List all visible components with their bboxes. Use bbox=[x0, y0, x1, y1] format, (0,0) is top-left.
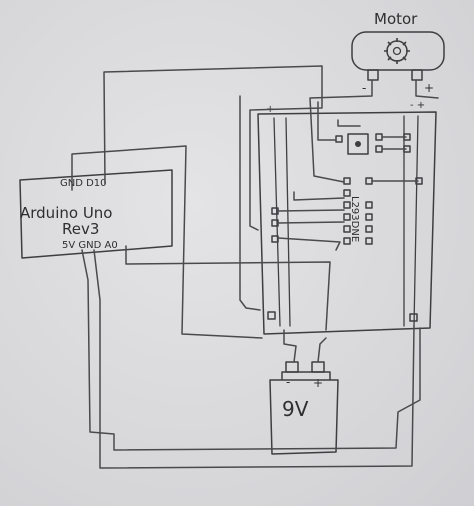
arduino-name-line1: Arduino Uno bbox=[20, 204, 112, 222]
battery: - + 9V bbox=[269, 361, 339, 455]
battery-label: 9V bbox=[282, 397, 309, 421]
rail-pin-3 bbox=[271, 235, 279, 243]
arduino-name-line2: Rev3 bbox=[62, 220, 99, 238]
rail-pin-4 bbox=[267, 311, 276, 320]
driver-board: + - - + L293DNE bbox=[257, 100, 437, 335]
wire-a0 bbox=[125, 245, 331, 331]
chip-pin-10 bbox=[343, 237, 351, 245]
arduino-board: GND D10 Arduino Uno Rev3 5V GND A0 bbox=[19, 169, 173, 259]
motor-minus-label: - bbox=[362, 81, 366, 95]
battery-top bbox=[281, 371, 331, 380]
battery-body bbox=[269, 379, 339, 455]
chip-pin-4 bbox=[343, 201, 351, 209]
rail-pin-5 bbox=[409, 313, 418, 322]
motor-plus-terminal bbox=[411, 69, 423, 81]
wire-driver-a bbox=[337, 119, 361, 127]
motor-body bbox=[351, 31, 445, 71]
chip-pin-2 bbox=[365, 177, 373, 185]
wire-gnd-bottom bbox=[93, 249, 415, 469]
wire-rail-left bbox=[239, 95, 261, 311]
driver-right-polarity: - + bbox=[410, 100, 425, 111]
driver-pin-a bbox=[335, 135, 343, 143]
wire-gnd-top bbox=[71, 145, 263, 339]
chip-pin-8 bbox=[343, 225, 351, 233]
chip-pin-11 bbox=[365, 237, 373, 245]
wire-motor-minus-2 bbox=[317, 101, 337, 141]
arduino-outline bbox=[19, 169, 173, 259]
wire-motor-minus bbox=[309, 79, 373, 183]
driver-component-dot bbox=[355, 141, 361, 147]
motor: Motor - + bbox=[351, 10, 445, 95]
rail-right-2 bbox=[413, 115, 419, 327]
driver-component bbox=[347, 133, 369, 155]
arduino-pins-bottom: 5V GND A0 bbox=[62, 240, 118, 251]
wires bbox=[71, 65, 439, 469]
chip-pin-1 bbox=[343, 177, 351, 185]
wire-chip-3 bbox=[277, 221, 345, 224]
wire-battery-plus bbox=[317, 337, 327, 363]
driver-chip-label: L293DNE bbox=[349, 196, 360, 242]
battery-plus-label: + bbox=[313, 376, 323, 390]
chip-pin-7 bbox=[365, 213, 373, 221]
chip-pin-9 bbox=[365, 225, 373, 233]
driver-pin-c bbox=[375, 145, 383, 153]
wire-5v bbox=[81, 249, 421, 451]
motor-plus-label: + bbox=[424, 81, 434, 95]
motor-title: Motor bbox=[374, 10, 418, 28]
gear-icon bbox=[384, 38, 410, 64]
driver-board-outline bbox=[257, 111, 437, 335]
battery-plus-terminal bbox=[311, 361, 325, 373]
driver-pin-b bbox=[375, 133, 383, 141]
wire-chip-2 bbox=[277, 209, 345, 212]
chip-pin-5 bbox=[365, 201, 373, 209]
rail-left-2 bbox=[285, 117, 291, 327]
wire-d10 bbox=[103, 65, 323, 231]
chip-pin-6 bbox=[343, 213, 351, 221]
wire-battery-minus bbox=[283, 329, 297, 363]
chip-pin-3 bbox=[343, 189, 351, 197]
rail-left-1 bbox=[273, 117, 281, 327]
motor-minus-terminal bbox=[367, 69, 379, 81]
arduino-pins-top: GND D10 bbox=[60, 178, 107, 189]
wire-chip-1 bbox=[293, 191, 345, 201]
wire-chip-4 bbox=[277, 237, 341, 251]
battery-minus-terminal bbox=[285, 361, 299, 373]
battery-minus-label: - bbox=[286, 375, 290, 389]
wire-motor-plus bbox=[415, 79, 439, 99]
